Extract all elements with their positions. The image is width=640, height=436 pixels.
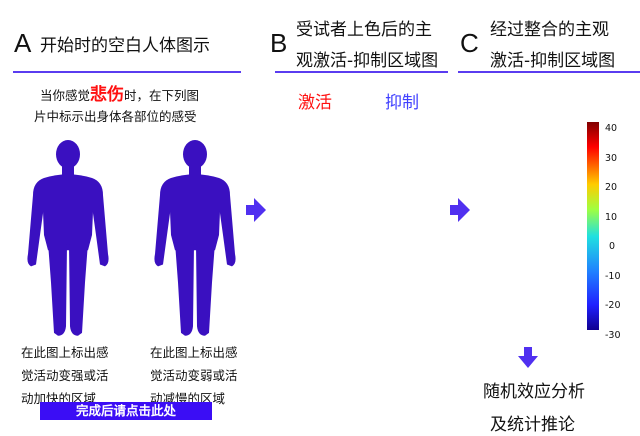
result-line1: 随机效应分析 — [483, 382, 585, 402]
activation-label: 激活 — [298, 93, 332, 113]
divider — [458, 71, 640, 73]
panel-c-title-line2: 激活-抑制区域图 — [490, 51, 616, 71]
inhibition-heatmap-body — [359, 122, 441, 324]
arrow-down-icon — [518, 347, 538, 368]
colorbar-tick: 40 — [605, 123, 618, 134]
colorbar-tick: 30 — [605, 152, 618, 164]
emotion-word: 悲伤 — [90, 85, 125, 105]
instruction-text: 时，在下列图 — [124, 88, 200, 103]
panel-a-title: 开始时的空白人体图示 — [40, 36, 210, 56]
result-line2: 及统计推论 — [490, 415, 575, 435]
arrow-right-icon — [450, 198, 470, 222]
inhibition-caption: 在此图上标出感 觉活动变弱或活 动减慢的区域 — [150, 341, 238, 410]
instruction-text: 当你感觉 — [40, 88, 91, 103]
arrow-right-icon — [246, 198, 266, 222]
done-button[interactable]: 完成后请点击此处 — [40, 402, 212, 420]
panel-c-letter: C — [460, 28, 479, 58]
inhibition-label: 抑制 — [385, 93, 419, 113]
caption-line: 在此图上标出感 — [21, 345, 109, 360]
instruction-line2: 片中标示出身体各部位的感受 — [34, 109, 197, 124]
panel-c-title-line1: 经过整合的主观 — [490, 20, 609, 40]
panel-a-letter: A — [14, 28, 32, 58]
blank-body-activation[interactable] — [27, 140, 109, 336]
caption-line: 觉活动变弱或活 — [150, 368, 238, 383]
panel-b-title-line1: 受试者上色后的主 — [296, 20, 432, 40]
colorbar-tick: -20 — [605, 300, 621, 311]
caption-line: 觉活动变强或活 — [21, 368, 109, 383]
integrated-heatmap-body — [484, 122, 566, 324]
divider — [13, 71, 241, 73]
divider — [275, 71, 448, 73]
colorbar-tick: -10 — [605, 270, 621, 282]
blank-body-inhibition[interactable] — [154, 140, 236, 336]
colorbar-tick: 10 — [605, 211, 618, 223]
activation-heatmap-body — [277, 122, 359, 324]
colorbar-tick: -30 — [605, 329, 621, 341]
panel-b-title-line2: 观激活-抑制区域图 — [296, 51, 439, 71]
activation-caption: 在此图上标出感 觉活动变强或活 动加快的区域 — [21, 341, 109, 410]
panel-b-letter: B — [270, 28, 288, 58]
colorbar-tick: 0 — [609, 241, 616, 252]
colorbar-ticks: 40 30 20 10 0 -10 -20 -30 — [605, 114, 621, 350]
caption-line: 在此图上标出感 — [150, 345, 238, 360]
instruction-line1: 当你感觉悲伤时，在下列图 — [40, 80, 199, 105]
colorbar-tick: 20 — [605, 182, 618, 193]
colorbar — [587, 122, 599, 330]
